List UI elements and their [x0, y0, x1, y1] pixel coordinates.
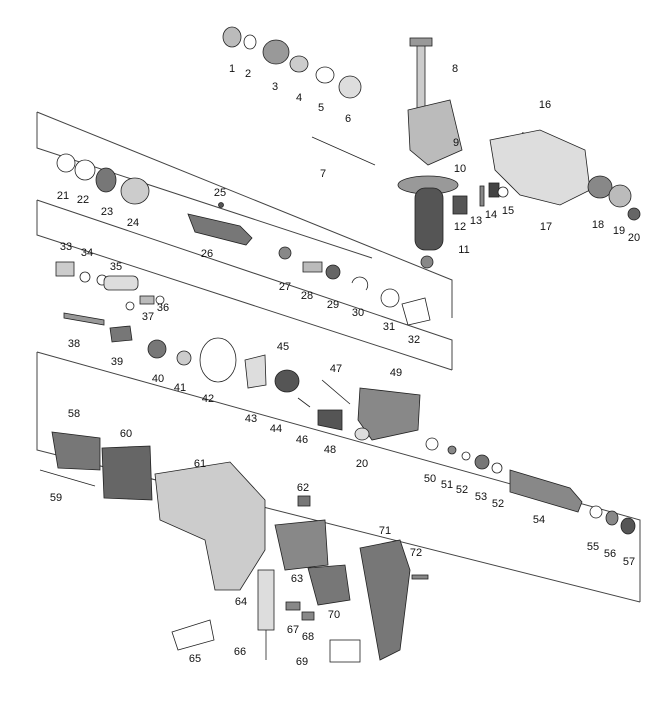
callout-label: 55 [587, 541, 599, 553]
callout-label: 67 [287, 624, 299, 636]
callout-label: 70 [328, 609, 340, 621]
callout-label: 43 [245, 413, 257, 425]
callout-label: 33 [60, 241, 72, 253]
callout-label: 6 [345, 113, 351, 125]
callout-label: 49 [390, 367, 402, 379]
callout-label: 23 [101, 206, 113, 218]
callout-label: 66 [234, 646, 246, 658]
callout-label: 59 [50, 492, 62, 504]
callout-label: 20 [356, 458, 368, 470]
callout-label: 68 [302, 631, 314, 643]
callout-label: 31 [383, 321, 395, 333]
callout-label: 56 [604, 548, 616, 560]
callout-label: 3 [272, 81, 278, 93]
callout-label: 48 [324, 444, 336, 456]
callout-label: 60 [120, 428, 132, 440]
section-frames [36, 111, 641, 603]
callout-label: 1 [229, 63, 235, 75]
callout-label: 41 [174, 382, 186, 394]
callout-label: 58 [68, 408, 80, 420]
callout-label: 7 [320, 168, 326, 180]
callout-label: 71 [379, 525, 391, 537]
callout-label: 46 [296, 434, 308, 446]
part-shapes [39, 26, 641, 663]
callout-label: 27 [279, 281, 291, 293]
callout-label: 11 [458, 244, 469, 256]
callout-label: 20 [628, 232, 640, 244]
callout-label: 50 [424, 473, 436, 485]
callout-label: 37 [142, 311, 154, 323]
callout-label: 65 [189, 653, 201, 665]
callout-label: 21 [57, 190, 69, 202]
callout-label: 57 [623, 556, 635, 568]
callout-label: 24 [127, 217, 139, 229]
callout-label: 64 [235, 596, 247, 608]
callout-label: 8 [452, 63, 458, 75]
callout-label: 53 [475, 491, 487, 503]
callout-label: 9 [453, 137, 459, 149]
callout-label: 51 [441, 479, 453, 491]
callout-label: 14 [485, 209, 497, 221]
callout-label: 42 [202, 393, 214, 405]
callout-label: 54 [533, 514, 545, 526]
callout-label: 61 [194, 458, 206, 470]
callout-label: 28 [301, 290, 313, 302]
callout-label: 25 [214, 187, 226, 199]
callout-label: 22 [77, 194, 89, 206]
callout-label: 13 [470, 215, 482, 227]
callout-label: 26 [201, 248, 213, 260]
callout-label: 18 [592, 219, 604, 231]
callout-label: 10 [454, 163, 466, 175]
callout-label: 44 [270, 423, 282, 435]
callout-label: 35 [110, 261, 122, 273]
callout-label: 36 [157, 302, 169, 314]
callout-label: 32 [408, 334, 420, 346]
callout-label: 52 [456, 484, 468, 496]
callout-label: 2 [245, 68, 251, 80]
callout-label: 39 [111, 356, 123, 368]
callout-label: 63 [291, 573, 303, 585]
callout-label: 29 [327, 299, 339, 311]
callout-label: 40 [152, 373, 164, 385]
callout-label: 38 [68, 338, 80, 350]
callout-label: 5 [318, 102, 324, 114]
callout-label: 15 [502, 205, 514, 217]
callout-label: 34 [81, 247, 93, 259]
callout-label: 12 [454, 221, 466, 233]
callout-label: 62 [297, 482, 309, 494]
callout-label: 52 [492, 498, 504, 510]
callout-label: 69 [296, 656, 308, 668]
callout-label: 45 [277, 341, 289, 353]
callout-label: 17 [540, 221, 552, 233]
callout-label: 72 [410, 547, 422, 559]
callout-label: 4 [296, 92, 302, 104]
callout-label: 19 [613, 225, 625, 237]
callout-label: 30 [352, 307, 364, 319]
callout-label: 16 [539, 99, 551, 111]
callout-label: 47 [330, 363, 342, 375]
